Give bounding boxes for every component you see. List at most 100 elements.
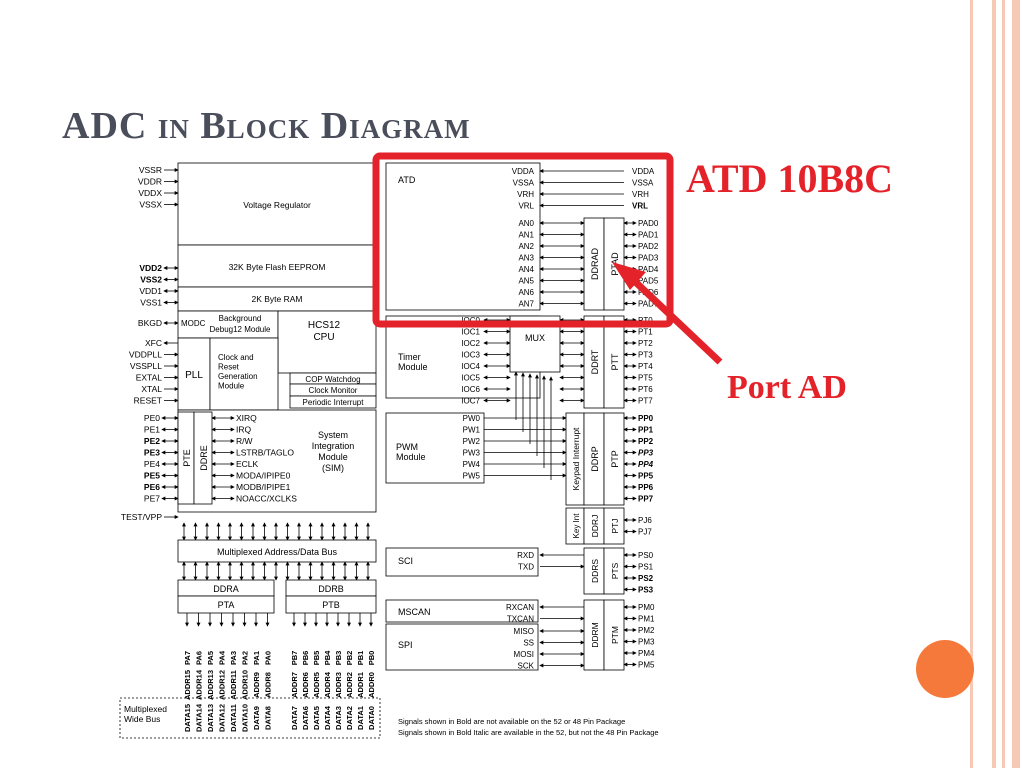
pll-label: PLL xyxy=(185,370,203,381)
pw-label: PW2 xyxy=(463,437,481,446)
diagram-label: Reset xyxy=(218,363,240,372)
sim-signal: LSTRB/TAGLO xyxy=(236,448,294,458)
sim-signal: MODB/IPIPE1 xyxy=(236,482,291,492)
keypad-label: Keypad Interrupt xyxy=(571,427,581,490)
ioc-label: IOC5 xyxy=(461,374,480,383)
pin-label: PE7 xyxy=(144,494,160,504)
data-a-label: DATA15 xyxy=(183,704,192,732)
pin-label: XFC xyxy=(145,338,162,348)
ioc-label: IOC4 xyxy=(461,362,480,371)
wide-bus-box xyxy=(119,697,381,739)
pad-pin: PAD4 xyxy=(638,265,659,274)
pp-pin: PP6 xyxy=(638,483,654,492)
ptm-block xyxy=(603,599,625,671)
addr-a-label: ADDR13 xyxy=(206,670,215,700)
diagram-label: TXCAN xyxy=(507,615,534,624)
pin-label: RESET xyxy=(134,396,162,406)
pin-label: VSSR xyxy=(139,165,162,175)
diagram-label: Background xyxy=(219,314,262,323)
diagram-label: SCK xyxy=(518,662,535,671)
diagram-label: System xyxy=(318,430,348,440)
diagram-label: VRH xyxy=(517,190,534,199)
periodic-block xyxy=(289,395,377,409)
addr-a-label: ADDR15 xyxy=(183,670,192,700)
port-a-bit: PA7 xyxy=(183,651,192,665)
port-a-bit: PA0 xyxy=(264,651,273,665)
pm-pin: PM1 xyxy=(638,615,655,624)
port-a-bit: PA6 xyxy=(195,651,204,665)
mux-label: MUX xyxy=(525,333,545,343)
pwm-block xyxy=(385,412,485,484)
port-b-bit: PB6 xyxy=(301,651,310,666)
data-b-label: DATA5 xyxy=(312,706,321,730)
an-pin: AN1 xyxy=(518,231,534,240)
diagram-label: Periodic Interrupt xyxy=(303,398,365,407)
pts-label: PTS xyxy=(610,562,620,579)
pt-pin: PT7 xyxy=(638,397,653,406)
ioc-label: IOC7 xyxy=(461,397,480,406)
ps-pin: PS3 xyxy=(638,586,654,595)
ptt-label: PTT xyxy=(610,353,620,371)
diagram-label: SS xyxy=(523,639,534,648)
ptb-block xyxy=(285,595,377,614)
sci-label: SCI xyxy=(398,556,413,566)
diagram-label: VRL xyxy=(518,202,534,211)
pp-pin: PP2 xyxy=(638,437,654,446)
pin-label: PE0 xyxy=(144,413,160,423)
ddrad-label: DDRAD xyxy=(590,248,600,281)
pm-pin: PM5 xyxy=(638,661,655,670)
diagram-label: TXD xyxy=(518,563,534,572)
pad-pin: PAD0 xyxy=(638,219,659,228)
sim-signal: MODA/IPIPE0 xyxy=(236,471,291,481)
pin-label: PE1 xyxy=(144,425,160,435)
atd-highlight-box xyxy=(372,152,674,328)
pin-label: XTAL xyxy=(141,384,162,394)
addr-a-label: ADDR8 xyxy=(264,672,273,698)
addr-b-label: ADDR4 xyxy=(323,671,332,698)
port-a-bit: PA1 xyxy=(252,651,261,665)
diagram-label: Module xyxy=(218,382,245,391)
spi-block xyxy=(385,623,539,671)
pt-pin: PT6 xyxy=(638,385,653,394)
ptp-label: PTP xyxy=(610,450,620,468)
ddrm-label: DDRM xyxy=(590,622,600,648)
port-ad-arrow xyxy=(625,272,723,365)
pt-pin: PT2 xyxy=(638,339,653,348)
ddre-block xyxy=(193,411,213,505)
diagram-label: Module xyxy=(396,452,426,462)
slide-title: ADC in Block Diagram xyxy=(62,105,471,147)
ioc-label: IOC2 xyxy=(461,339,480,348)
an-pin: AN3 xyxy=(518,254,534,263)
pin-label: VSSA xyxy=(632,179,654,188)
pw-label: PW0 xyxy=(463,414,481,423)
ptj-block xyxy=(603,507,625,545)
flash-label: 32K Byte Flash EEPROM xyxy=(229,262,326,272)
diagram-label: Timer xyxy=(398,352,421,362)
data-a-label: DATA11 xyxy=(229,704,238,732)
pin-label: PE4 xyxy=(144,459,160,469)
data-a-label: DATA9 xyxy=(252,706,261,730)
ps-pin: PS2 xyxy=(638,574,654,583)
pp-pin: PP5 xyxy=(638,472,654,481)
pad-pin: PAD3 xyxy=(638,254,659,263)
data-b-label: DATA3 xyxy=(334,706,343,730)
key-int-label: Key Int xyxy=(572,513,581,539)
diagram-label: RXD xyxy=(517,551,534,560)
ddre-label: DDRE xyxy=(199,445,209,471)
voltage-regulator-label: Voltage Regulator xyxy=(243,200,311,210)
sim-signal: R/W xyxy=(236,436,253,446)
ddrt-label: DDRT xyxy=(590,349,600,374)
ddrs-label: DDRS xyxy=(590,559,600,583)
pad-pin: PAD7 xyxy=(638,300,659,309)
diagram-label: MOSI xyxy=(514,650,534,659)
wide-bus-label: Multiplexed xyxy=(124,704,167,714)
port-b-bit: PB0 xyxy=(367,651,376,666)
sci-block xyxy=(385,547,539,577)
port-a-bit: PA2 xyxy=(241,651,250,665)
port-b-bit: PB2 xyxy=(345,651,354,666)
port-ad-arrowhead xyxy=(612,262,646,290)
pt-pin: PT1 xyxy=(638,328,653,337)
diagram-label: VDDA xyxy=(512,167,535,176)
ptp-block xyxy=(603,412,625,506)
pw-label: PW1 xyxy=(463,426,481,435)
